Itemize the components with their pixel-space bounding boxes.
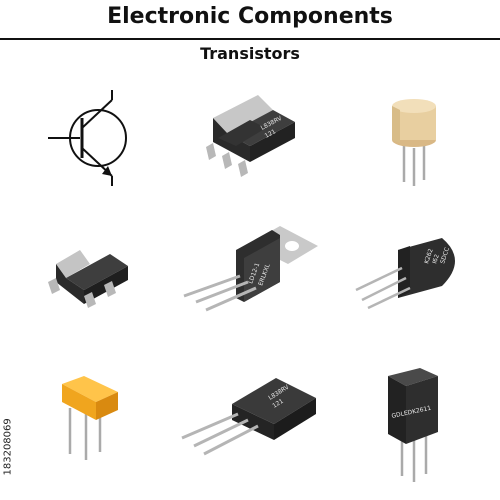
dpak-marking-line-2: 121	[264, 128, 278, 140]
to-126-transistor: L838RV 121	[181, 378, 316, 456]
transistor-schematic-symbol	[48, 90, 127, 186]
to92-marking-line-2: I62	[431, 253, 441, 264]
title-divider	[0, 38, 500, 40]
to-92-transistor: K262 I62 SDCC	[355, 238, 455, 310]
dpak-transistor: L838RV 121	[206, 95, 295, 177]
to-220-transistor: LD12-1 ERLKXL	[183, 226, 318, 312]
to92-marking-line-3: SDCC	[439, 246, 451, 264]
page-title: Electronic Components	[107, 4, 393, 29]
to92-marking-line-1: K262	[423, 248, 434, 265]
page-subtitle: Transistors	[200, 44, 300, 63]
to-39-metal-can-transistor	[392, 99, 436, 186]
to-247-vertical-transistor: GDLEDK2611	[388, 368, 438, 482]
sip-3-orange-transistor	[62, 376, 118, 460]
sot-89-transistor	[48, 250, 128, 308]
